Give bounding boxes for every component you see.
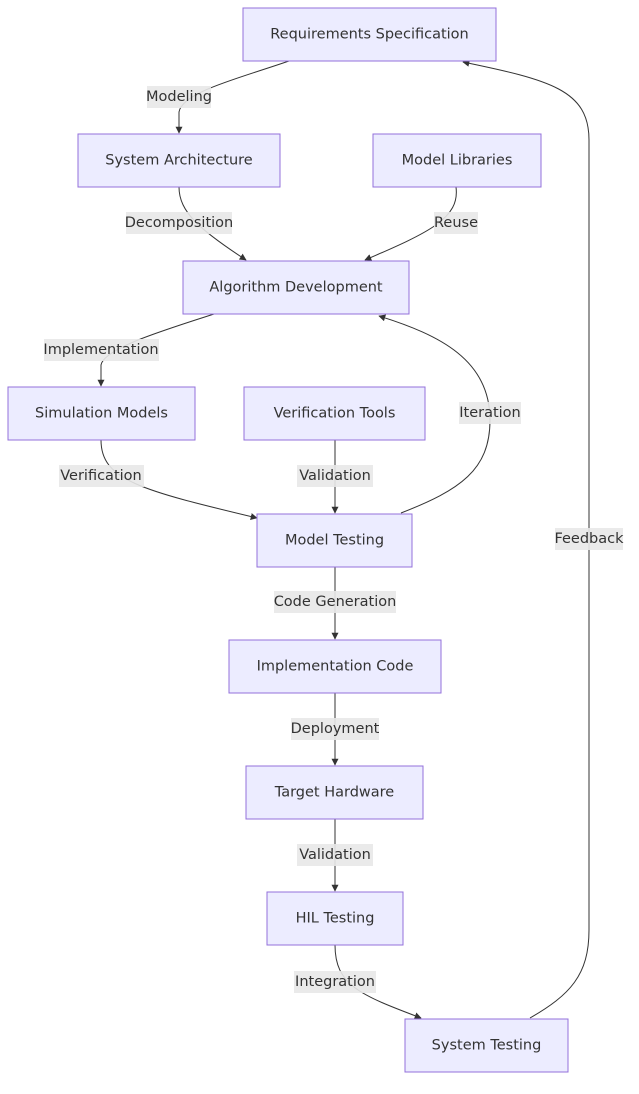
label-iteration-text: Iteration — [459, 405, 521, 421]
label-deployment: Deployment — [291, 718, 380, 740]
node-verification-tools: Verification Tools — [243, 386, 426, 441]
label-modeling-text: Modeling — [146, 89, 212, 105]
label-decomposition-text: Decomposition — [125, 215, 234, 231]
edge-sys-req — [462, 59, 590, 1019]
node-system-architecture-label: System Architecture — [105, 153, 253, 169]
nodes: Requirements Specification System Archit… — [7, 7, 569, 1073]
node-hil-testing-label: HIL Testing — [296, 911, 375, 927]
label-code-generation: Code Generation — [274, 591, 397, 613]
label-iteration: Iteration — [459, 402, 521, 424]
label-verification-text: Verification — [60, 468, 141, 484]
node-model-testing: Model Testing — [256, 513, 413, 568]
label-implementation: Implementation — [43, 339, 159, 361]
edge-req-arch — [175, 60, 290, 134]
label-validation-2: Validation — [297, 844, 373, 866]
node-requirements-specification-label: Requirements Specification — [270, 27, 469, 43]
label-deployment-text: Deployment — [291, 721, 380, 737]
label-validation-1: Validation — [297, 465, 373, 487]
node-verification-tools-label: Verification Tools — [274, 406, 396, 422]
node-model-libraries: Model Libraries — [372, 133, 542, 188]
node-target-hardware: Target Hardware — [245, 765, 424, 820]
label-validation-1-text: Validation — [299, 468, 371, 484]
node-hil-testing: HIL Testing — [266, 891, 404, 946]
node-system-testing: System Testing — [404, 1018, 569, 1073]
label-feedback: Feedback — [554, 528, 624, 550]
label-reuse: Reuse — [434, 212, 478, 234]
node-system-testing-label: System Testing — [432, 1038, 542, 1054]
label-verification: Verification — [59, 465, 144, 487]
label-integration: Integration — [294, 971, 376, 993]
node-implementation-code-label: Implementation Code — [257, 659, 414, 675]
node-simulation-models: Simulation Models — [7, 386, 196, 441]
node-requirements-specification: Requirements Specification — [242, 7, 497, 62]
node-model-testing-label: Model Testing — [285, 533, 384, 549]
label-modeling: Modeling — [146, 86, 212, 108]
label-validation-2-text: Validation — [299, 847, 371, 863]
label-integration-text: Integration — [295, 974, 375, 990]
node-algorithm-development-label: Algorithm Development — [209, 280, 383, 296]
node-system-architecture: System Architecture — [77, 133, 281, 188]
node-implementation-code: Implementation Code — [228, 639, 442, 694]
node-algorithm-development: Algorithm Development — [182, 260, 410, 315]
label-feedback-text: Feedback — [554, 531, 624, 547]
label-code-generation-text: Code Generation — [274, 594, 397, 610]
node-target-hardware-label: Target Hardware — [274, 785, 395, 801]
label-decomposition: Decomposition — [125, 212, 234, 234]
edge-labels: Modeling Decomposition Reuse Implementat… — [43, 86, 624, 993]
node-model-libraries-label: Model Libraries — [402, 153, 513, 169]
node-simulation-models-label: Simulation Models — [35, 406, 168, 422]
label-implementation-text: Implementation — [43, 342, 158, 358]
label-reuse-text: Reuse — [434, 215, 478, 231]
